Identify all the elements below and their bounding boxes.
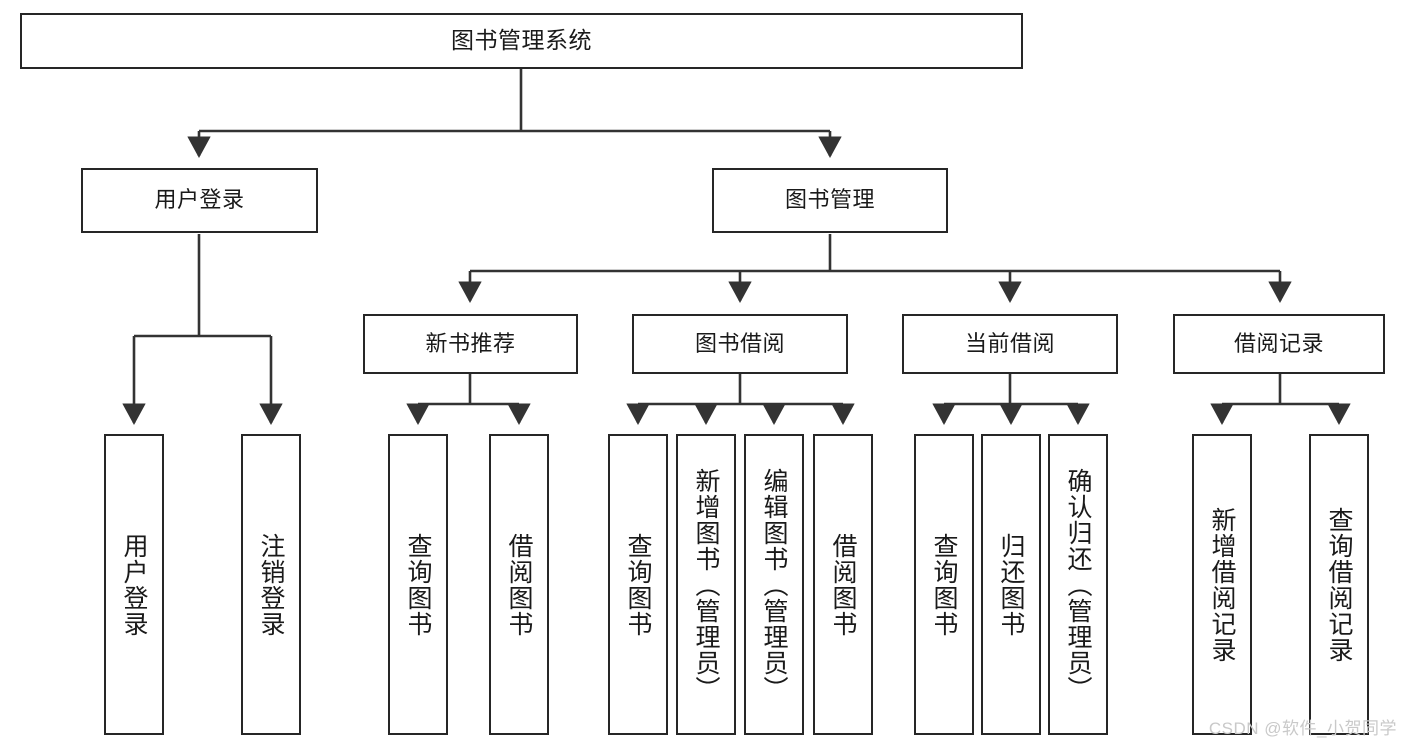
- leaf-borrow-edit-book-admin[interactable]: 编辑图书（管理员）: [744, 434, 804, 735]
- leaf-user-login-login[interactable]: 用户登录: [104, 434, 164, 735]
- node-label: 注销登录: [257, 532, 285, 637]
- node-label: 归还图书: [997, 532, 1025, 637]
- node-label: 查询图书: [404, 532, 432, 637]
- node-label: 新增图书（管理员）: [692, 467, 720, 702]
- node-label: 图书管理系统: [451, 27, 592, 54]
- leaf-record-add-record[interactable]: 新增借阅记录: [1192, 434, 1252, 735]
- watermark: CSDN @软件_小贺同学: [1208, 719, 1397, 738]
- leaf-borrow-add-book-admin[interactable]: 新增图书（管理员）: [676, 434, 736, 735]
- node-label: 借阅图书: [829, 532, 857, 637]
- node-label: 用户登录: [120, 532, 148, 637]
- leaf-user-login-logout[interactable]: 注销登录: [241, 434, 301, 735]
- node-label: 图书借阅: [694, 330, 785, 356]
- node-label: 编辑图书（管理员）: [760, 467, 788, 702]
- leaf-current-return-book[interactable]: 归还图书: [981, 434, 1041, 735]
- node-current-borrow[interactable]: 当前借阅: [902, 314, 1118, 374]
- node-label: 查询图书: [624, 532, 652, 637]
- leaf-borrow-query-book[interactable]: 查询图书: [608, 434, 668, 735]
- leaf-new-book-borrow[interactable]: 借阅图书: [489, 434, 549, 735]
- node-label: 新书推荐: [425, 330, 516, 356]
- leaf-current-confirm-return-admin[interactable]: 确认归还（管理员）: [1048, 434, 1108, 735]
- node-label: 当前借阅: [964, 330, 1055, 356]
- node-new-book-recommend[interactable]: 新书推荐: [363, 314, 578, 374]
- leaf-record-query-record[interactable]: 查询借阅记录: [1309, 434, 1369, 735]
- node-label: 借阅记录: [1233, 330, 1324, 356]
- node-label: 新增借阅记录: [1208, 506, 1236, 663]
- node-book-borrow[interactable]: 图书借阅: [632, 314, 848, 374]
- node-label: 用户登录: [154, 187, 245, 213]
- node-label: 图书管理: [784, 187, 875, 213]
- leaf-borrow-borrow-book[interactable]: 借阅图书: [813, 434, 873, 735]
- node-label: 借阅图书: [505, 532, 533, 637]
- leaf-current-query-book[interactable]: 查询图书: [914, 434, 974, 735]
- node-book-manage[interactable]: 图书管理: [712, 168, 948, 233]
- node-user-login[interactable]: 用户登录: [81, 168, 318, 233]
- node-label: 查询图书: [930, 532, 958, 637]
- node-label: 确认归还（管理员）: [1064, 467, 1092, 702]
- node-borrow-record[interactable]: 借阅记录: [1173, 314, 1385, 374]
- leaf-new-book-query[interactable]: 查询图书: [388, 434, 448, 735]
- node-label: 查询借阅记录: [1325, 506, 1353, 663]
- node-root-system[interactable]: 图书管理系统: [20, 13, 1023, 69]
